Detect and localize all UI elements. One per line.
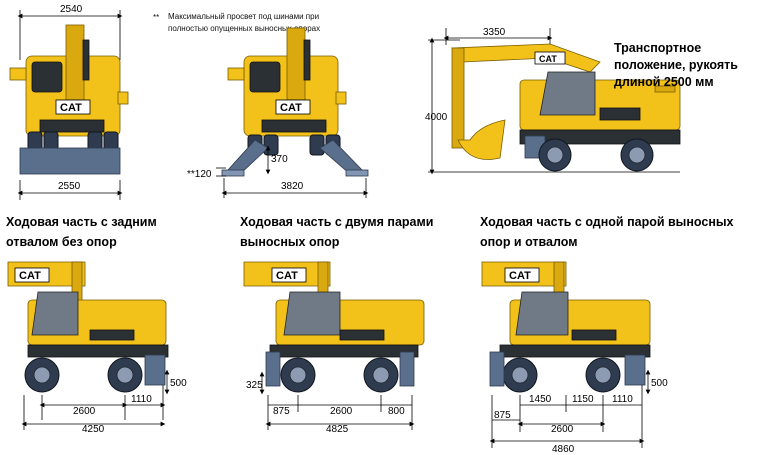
dim-front-2: 875 (273, 406, 290, 417)
dim-rear-1: 1110 (131, 394, 152, 405)
transport-view: 3350 4000 CAT (425, 27, 681, 175)
dim-total-2: 4825 (326, 424, 349, 435)
rear-blade-3 (624, 354, 646, 386)
dim-clearance-120: **120 (187, 169, 212, 180)
machine-two-outriggers: CAT 325 875 2600 800 4825 (243, 261, 425, 435)
dim-front-3: 875 (494, 410, 511, 421)
dim-seg1-3: 1450 (529, 394, 552, 405)
cat-logo-text-5: CAT (276, 270, 298, 282)
clearance-note: ** Максимальный просвет под шинами при п… (153, 12, 321, 33)
transport-caption: Транспортное положение, рукоять длиной 2… (614, 41, 738, 89)
dim-height-4000: 4000 (425, 112, 448, 123)
dim-width-bottom: 2550 (58, 181, 81, 192)
cab-window-front (31, 61, 63, 93)
boom-front (65, 24, 85, 101)
note-marker: ** (153, 13, 159, 22)
outrigger-right (319, 139, 363, 175)
cat-logo-text-6: CAT (509, 270, 531, 282)
outrigger-rear-2 (399, 351, 415, 387)
cat-logo-text-4: CAT (19, 270, 41, 282)
cab-window-side (539, 71, 596, 116)
cat-logo-text-2: CAT (280, 102, 302, 114)
dim-height-370: 370 (271, 154, 288, 165)
caption-rear-blade: Ходовая часть с задним отвалом без опор (6, 215, 157, 249)
dim-total-3: 4860 (552, 444, 575, 455)
caption-one-outrigger-blade: Ходовая часть с одной парой выносных опо… (480, 215, 734, 249)
outrigger-front-2 (265, 351, 281, 387)
bucket (457, 119, 506, 160)
dim-wheelbase-2: 2600 (330, 406, 353, 417)
cat-logo-text-3: CAT (539, 54, 557, 64)
rear-blade-1 (144, 354, 166, 386)
machine-one-outrigger-blade: CAT 500 1450 1150 1110 875 2600 4860 (481, 261, 668, 455)
dim-total-1: 4250 (82, 424, 105, 435)
dim-height-3: 500 (651, 378, 668, 389)
dim-width-3820: 3820 (281, 181, 304, 192)
stick-side (451, 47, 465, 149)
dim-height-2: 325 (246, 380, 263, 391)
dim-height-1: 500 (170, 378, 187, 389)
dim-width-top: 2540 (60, 4, 83, 15)
dim-length-3350: 3350 (483, 27, 506, 38)
dim-seg2-3: 1150 (572, 394, 594, 405)
dim-wheelbase-3: 2600 (551, 424, 574, 435)
note-text: Максимальный просвет под шинами при полн… (168, 12, 321, 33)
cat-logo-front (55, 99, 91, 115)
cat-logo-text: CAT (60, 102, 82, 114)
front-view-blade: 2540 CAT 2550 (9, 4, 129, 200)
outrigger-front-3 (489, 351, 505, 387)
blade-front (19, 147, 121, 175)
dim-rear-3: 1110 (612, 394, 633, 405)
machine-rear-blade: CAT 2600 1110 500 4250 (7, 261, 187, 435)
dim-wheelbase-1: 2600 (73, 406, 96, 417)
dim-rear-2: 800 (388, 406, 405, 417)
boom-side (451, 43, 601, 73)
front-view-outriggers: CAT 370 **120 3820 (187, 27, 369, 198)
caption-two-outriggers: Ходовая часть с двумя парами выносных оп… (240, 215, 434, 249)
